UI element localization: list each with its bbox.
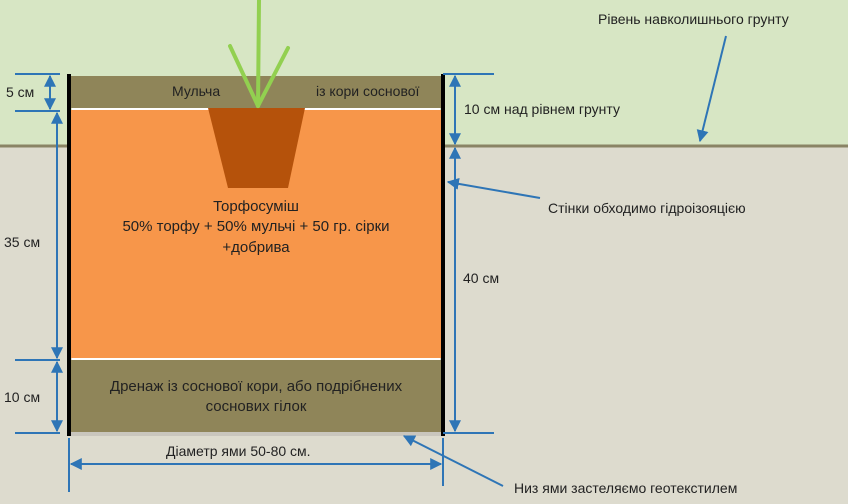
diameter-label: Діаметр ями 50-80 см. — [166, 443, 311, 459]
drainage-line-1: Дренаж із соснової кори, або подрібнених — [109, 378, 403, 395]
soil-depth-label: 35 см — [4, 234, 41, 250]
drainage-layer — [70, 360, 442, 432]
left-dimensions — [15, 73, 63, 434]
geotextile-label: Низ ями застеляємо геотекстилем — [514, 480, 738, 496]
geotextile-layer — [70, 432, 442, 436]
plant-icon — [228, 0, 290, 108]
mulch-thickness-label: 5 см — [6, 84, 35, 100]
diameter-dimension — [68, 438, 444, 492]
walls-arrow — [446, 177, 541, 199]
pot-icon — [208, 108, 305, 188]
mulch-label: Мульча — [172, 83, 221, 99]
substrate-title: Торфосуміш — [213, 198, 299, 215]
drainage-line-2: соснових гілок — [205, 398, 307, 416]
substrate-composition: 50% торфу + 50% мульчі + 50 гр. сірки — [122, 218, 390, 236]
geotextile-arrow — [402, 435, 504, 487]
substrate-description: Торфосуміш 50% торфу + 50% мульчі + 50 г… — [70, 198, 442, 256]
above-ground-label: 10 см над рівнем грунту — [464, 101, 620, 117]
drainage-depth-label: 10 см — [4, 389, 41, 405]
drainage-description: Дренаж із соснової кори, або подрібнених… — [70, 378, 442, 416]
ground-level-label: Рівень навколишнього грунту — [598, 11, 789, 27]
below-ground-depth-label: 40 см — [463, 270, 500, 286]
right-dimensions — [443, 73, 494, 434]
substrate-additives: +добрива — [222, 238, 290, 256]
ground-level-arrow — [696, 35, 727, 143]
walls-label: Стінки обходимо гідроізояцією — [548, 200, 746, 216]
mulch-material-label: із кори соснової — [316, 83, 420, 99]
